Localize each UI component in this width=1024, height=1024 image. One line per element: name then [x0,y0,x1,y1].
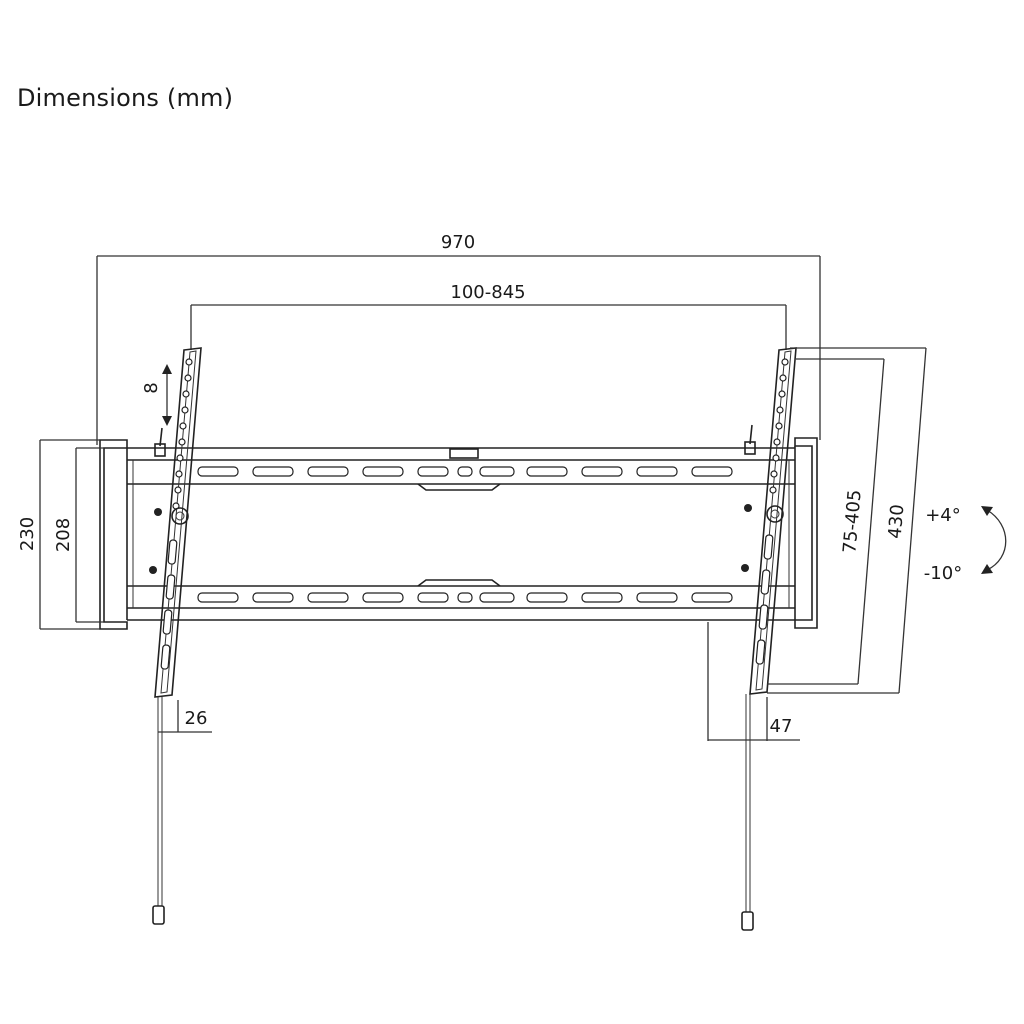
wall-plate [99,437,818,630]
label-overall-width: 970 [441,232,475,253]
label-vertical-adjust: 8 [141,382,162,393]
label-rail-height: 208 [53,518,74,552]
dimension-rail-height: 208 [53,447,104,623]
label-vesa-width: 100-845 [450,282,525,303]
label-vesa-height: 75-405 [839,489,865,554]
label-arm-height: 430 [885,503,909,539]
dimension-arm-height: 430 [767,347,927,694]
label-tilt-up: +4° [925,505,961,526]
label-tilt-down: -10° [924,563,962,584]
dimension-overall-height: 230 [17,439,100,630]
label-depth-min: 26 [185,708,208,729]
dimension-depth-max: 47 [707,622,800,741]
dimension-vesa-width: 100-845 [190,282,787,350]
dimension-depth-min: 26 [158,700,212,733]
label-depth-max: 47 [770,716,793,737]
right-arm [741,347,797,931]
dimension-overall-width: 970 [96,232,821,445]
page-title: Dimensions (mm) [17,84,234,112]
dimension-vesa-height: 75-405 [767,358,885,685]
left-arm [149,347,202,925]
label-overall-height: 230 [17,517,38,551]
vertical-adjust-indicator: 8 [141,364,172,426]
tilt-indicator: +4° -10° [924,505,1007,584]
